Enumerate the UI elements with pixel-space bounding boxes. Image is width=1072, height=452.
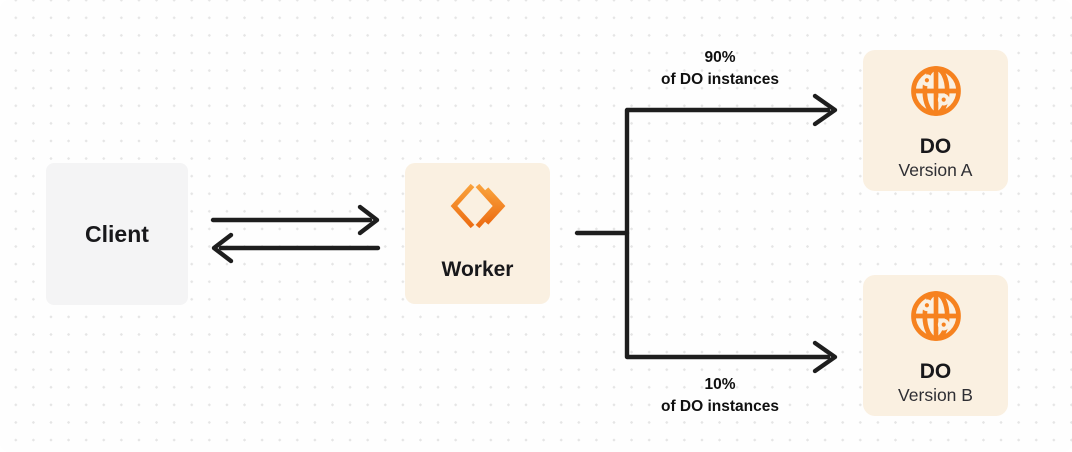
route-a-caption: of DO instances (661, 70, 779, 88)
worker-label: Worker (441, 258, 514, 281)
route-b-arrow (624, 230, 838, 374)
route-b-percent: 10% (704, 376, 736, 393)
route-b-caption: of DO instances (661, 397, 779, 415)
route-a-arrow (574, 93, 838, 236)
do-a-title: DO (919, 135, 952, 158)
route-a-label: 90% of DO instances (620, 47, 820, 90)
do-version-b-node: DO Version B (863, 275, 1008, 416)
do-version-a-node: DO Version A (863, 50, 1008, 191)
do-b-subtitle: Version B (898, 385, 973, 405)
cloudflare-workers-icon (450, 183, 505, 229)
client-worker-request-arrow (210, 204, 380, 236)
route-a-percent: 90% (704, 49, 736, 66)
durable-object-globe-icon (910, 291, 961, 341)
worker-node: Worker (405, 163, 550, 304)
do-a-subtitle: Version A (898, 160, 973, 180)
route-b-label: 10% of DO instances (620, 374, 820, 417)
durable-object-globe-icon (910, 66, 961, 116)
do-b-title: DO (919, 360, 952, 383)
client-node: Client (46, 163, 188, 305)
client-label: Client (85, 220, 149, 247)
worker-client-response-arrow (211, 232, 381, 264)
